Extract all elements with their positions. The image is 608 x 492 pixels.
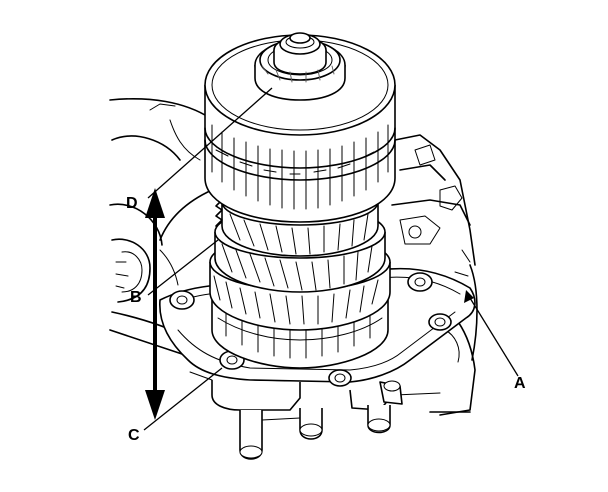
- callout-label-d: D: [126, 195, 138, 212]
- leader-lines: [143, 87, 519, 431]
- callout-label-a: A: [514, 375, 526, 392]
- leader-arrowhead-a: [464, 290, 474, 303]
- leader-line-c: [143, 367, 223, 431]
- callout-label-b: B: [130, 289, 142, 306]
- lower-shaft-ends: [189, 371, 403, 460]
- leader-line-d: [147, 87, 273, 199]
- leader-line-a: [469, 297, 519, 377]
- clutch-drum: [204, 32, 396, 223]
- callout-label-c: C: [128, 427, 140, 444]
- leader-line-b: [147, 239, 219, 296]
- height-measurement-arrow: [145, 188, 165, 420]
- callout-labels: D B C A: [126, 195, 526, 444]
